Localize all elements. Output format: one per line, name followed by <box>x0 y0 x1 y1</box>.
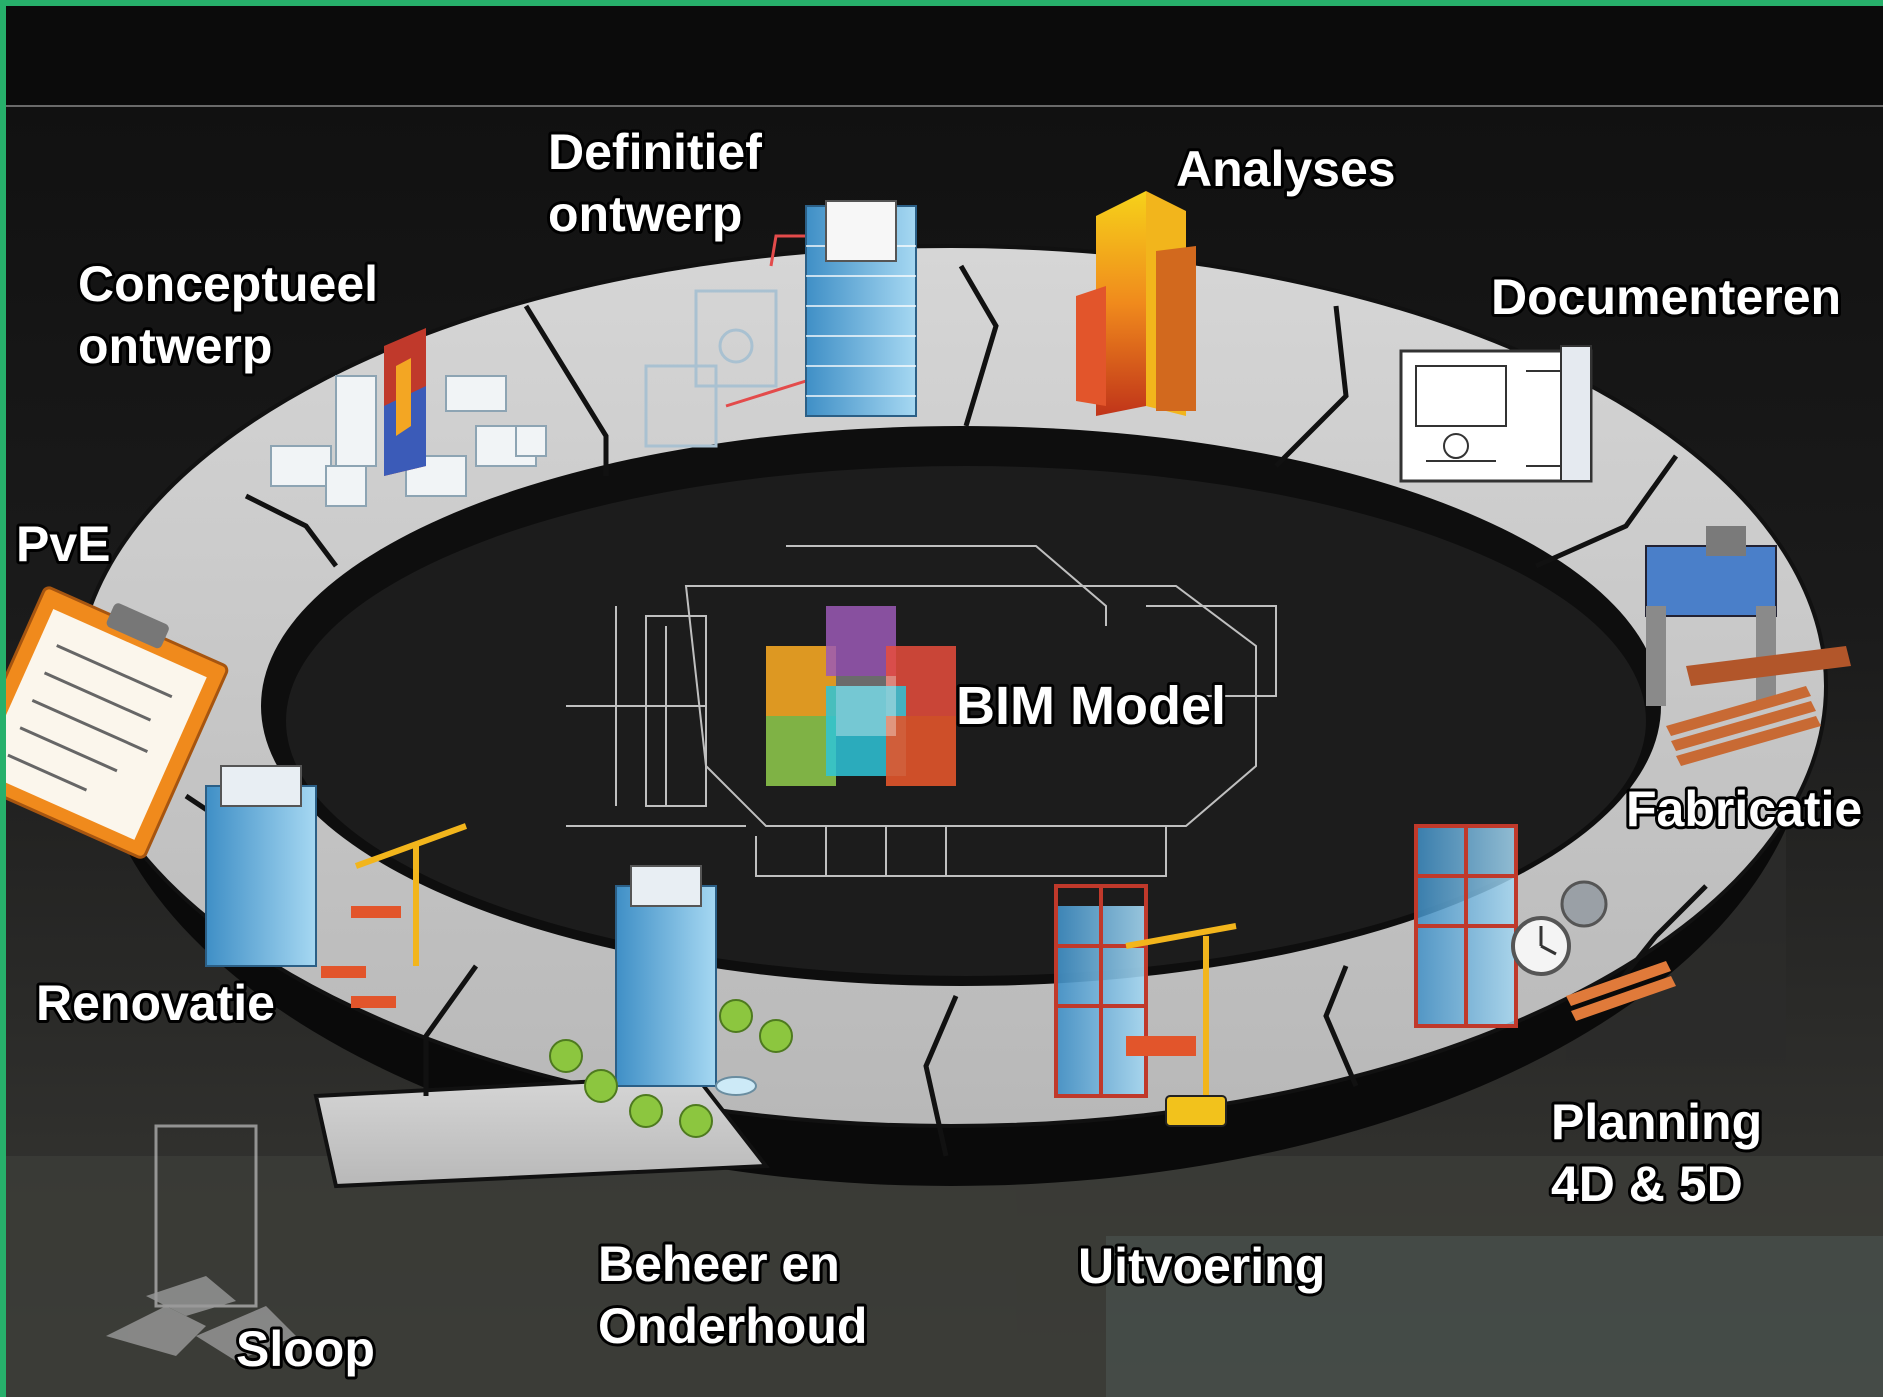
label-fabricatie: Fabricatie <box>1626 781 1862 837</box>
stage-label-line: Beheer en <box>598 1236 840 1292</box>
renovation-crane-icon <box>205 765 468 1008</box>
bim-cube-logo-icon <box>766 606 956 786</box>
center-label-bim-model: BIM Model <box>956 676 1226 736</box>
top-band <box>6 6 1883 106</box>
park-building-icon <box>549 865 793 1138</box>
stage-label-line: 4D & 5D <box>1551 1156 1743 1212</box>
massing-model-icon <box>270 328 547 507</box>
construction-crane-icon <box>1054 884 1237 1127</box>
stage-label-line: Definitief <box>548 124 762 180</box>
stage-label-line: Onderhoud <box>598 1298 867 1354</box>
label-conceptueel-ontwerp: Conceptueel ontwerp <box>78 256 378 374</box>
label-pve: PvE <box>16 516 111 572</box>
label-definitief-ontwerp: Definitief ontwerp <box>548 124 762 242</box>
bim-wireframe-building <box>566 545 1277 877</box>
stage-label-line: PvE <box>16 516 111 572</box>
label-beheer-onderhoud: Beheer en Onderhoud <box>598 1236 867 1354</box>
stage-labels: PvE Conceptueel ontwerp Definitief ontwerp… <box>13 121 1865 1380</box>
stage-label-line: ontwerp <box>78 318 272 374</box>
stage-label-line: Renovatie <box>36 975 275 1031</box>
fabrication-machine-icon <box>1645 526 1851 766</box>
ring-segment-dividers <box>184 264 1708 1157</box>
label-documenteren: Documenteren <box>1491 269 1841 325</box>
stage-label-line: Planning <box>1551 1094 1762 1150</box>
stage-label-line: Fabricatie <box>1626 781 1862 837</box>
heatmap-tower-icon <box>1076 191 1196 416</box>
label-sloop: Sloop <box>236 1321 375 1377</box>
clipboard-icon <box>6 586 229 859</box>
bim-lifecycle-diagram: PvE Conceptueel ontwerp Definitief ontwerp… <box>6 6 1883 1397</box>
stage-label-line: Conceptueel <box>78 256 378 312</box>
tower-wireframe-icon <box>644 200 917 448</box>
ring-inner-hole <box>286 466 1646 976</box>
stage-label-line: ontwerp <box>548 186 742 242</box>
stage-label-line: Documenteren <box>1491 269 1841 325</box>
stage-label-line: Analyses <box>1176 141 1396 197</box>
floorplan-icon <box>1399 345 1593 483</box>
schedule-clock-icon <box>1414 824 1676 1028</box>
label-analyses: Analyses <box>1176 141 1396 197</box>
label-planning: Planning 4D & 5D <box>1551 1094 1762 1212</box>
stage-label-line: Sloop <box>236 1321 375 1377</box>
demolition-rubble-icon <box>106 1124 296 1361</box>
stage-label-line: Uitvoering <box>1078 1238 1325 1294</box>
label-uitvoering: Uitvoering <box>1078 1238 1325 1294</box>
label-renovatie: Renovatie <box>36 975 275 1031</box>
